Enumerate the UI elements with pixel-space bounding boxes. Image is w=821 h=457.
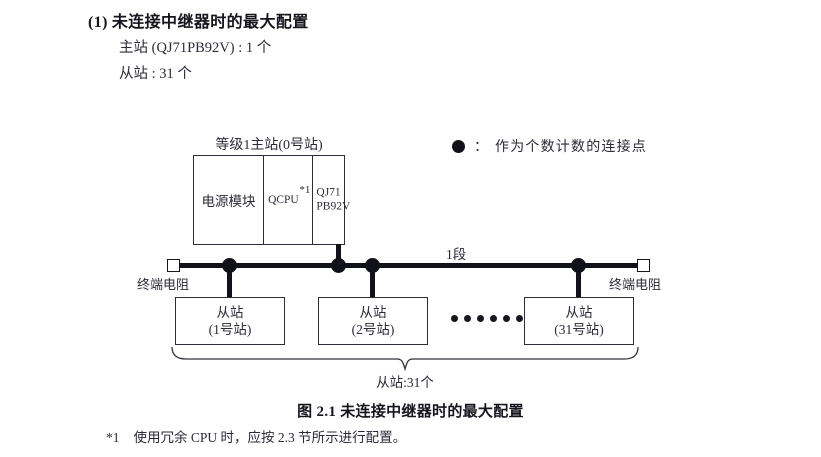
footnote-text: 使用冗余 CPU 时，应按 2.3 节所示进行配置。 [133,430,407,445]
spec-slave-count: 从站 : 31 个 [119,66,192,82]
ellipsis-dot [464,315,471,322]
slave-title: 从站 [216,304,244,320]
brace-label: 从站:31个 [376,375,434,390]
power-module-label: 电源模块 [201,194,256,209]
filled-circle-icon [452,139,465,153]
legend-label: 作为个数计数的连接点 [495,140,647,155]
ellipsis-dot [490,315,497,322]
ellipsis-dot [477,315,484,322]
grouping-brace [170,347,640,371]
power-module-cell: 电源模块 [194,156,263,244]
cpu-footnote-mark: *1 [299,184,311,196]
ellipsis-dots [451,315,523,322]
slave-drop-stub [370,264,375,298]
legend: ： 作为个数计数的连接点 [452,136,647,156]
section-heading: (1)未连接中继器时的最大配置 [88,8,309,32]
slave-station-number: (2号站) [351,322,395,337]
slave-title: 从站 [565,304,593,320]
slave-station-box: 从站 (1号站) [175,297,285,345]
legend-separator: ： [474,140,488,155]
footnote: *1 使用冗余 CPU 时，应按 2.3 节所示进行配置。 [106,426,406,446]
slave-station-number: (31号站) [554,322,604,337]
terminator-right-label: 终端电阻 [609,277,662,292]
slave-title: 从站 [359,304,387,320]
slave-station-box: 从站 (31号站) [524,297,634,345]
brace-icon [171,347,639,371]
connection-point-dot [331,258,346,273]
slave-drop-stub [576,264,581,298]
ellipsis-dot [451,315,458,322]
terminator-left-label: 终端电阻 [137,277,190,292]
slave-station-number: (1号站) [208,322,252,337]
spec-master-count: 主站 (QJ71PB92V) : 1 个 [119,40,272,56]
master-station-label: 等级1主站(0号站) [215,138,323,153]
ellipsis-dot [503,315,510,322]
footnote-mark: *1 [106,430,120,445]
network-module-label-line1: QJ71 [316,186,341,199]
bus-trunk-line [174,263,644,268]
master-drop-stub [336,244,341,266]
cpu-module-cell: QCPU *1 [263,156,312,244]
terminator-right-icon [637,259,650,272]
terminator-left-icon [167,259,180,272]
network-module-label-line2: PB92V [316,201,351,213]
section-number: (1) [88,14,108,31]
figure-caption: 图 2.1 未连接中继器时的最大配置 [297,404,524,420]
ellipsis-dot [516,315,523,322]
segment-label: 1段 [446,247,467,262]
slave-drop-stub [227,264,232,298]
section-title: 未连接中继器时的最大配置 [111,14,309,31]
cpu-module-label: QCPU [268,194,299,206]
slave-station-box: 从站 (2号站) [318,297,428,345]
